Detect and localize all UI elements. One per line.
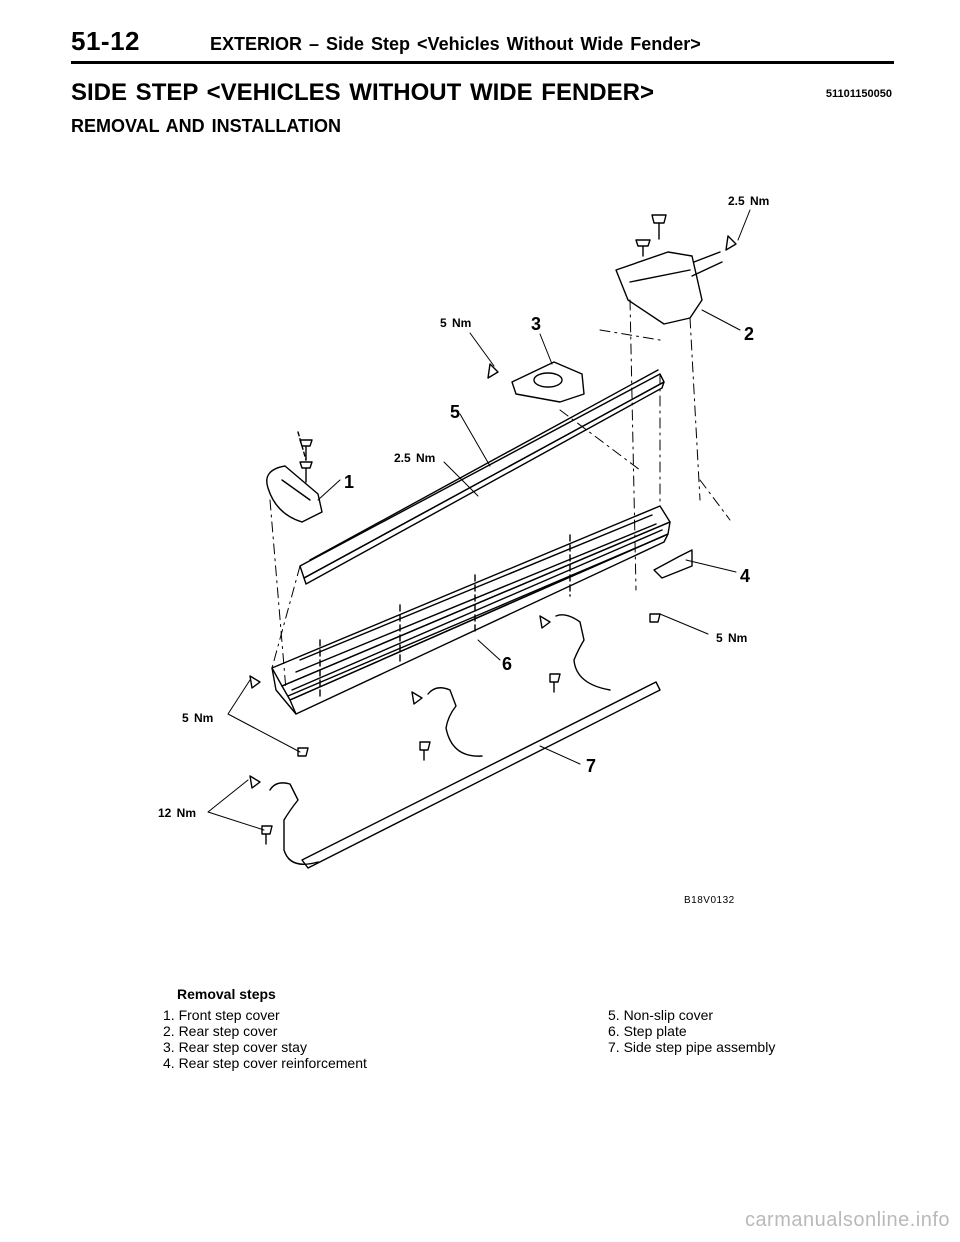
callout-6: 6 (502, 654, 512, 674)
reinforcement-drawing (649, 549, 693, 623)
torque-label-reinforcement: 5 Nm (716, 631, 747, 645)
removal-step-item: 5. Non-slip cover (608, 1007, 714, 1023)
callout-3: 3 (531, 314, 541, 334)
page-number: 51-12 (71, 26, 140, 56)
removal-steps-heading: Removal steps (177, 986, 276, 1002)
header-divider (71, 61, 894, 64)
non-slip-cover-drawing (299, 369, 665, 585)
removal-step-item: 6. Step plate (608, 1023, 687, 1039)
rear-step-cover-drawing (615, 214, 737, 325)
callout-7: 7 (586, 756, 596, 776)
torque-label-step-plate: 5 Nm (182, 711, 213, 725)
callout-2: 2 (744, 324, 754, 344)
rear-step-cover-stay-drawing (487, 361, 585, 403)
removal-step-item: 7. Side step pipe assembly (608, 1039, 776, 1055)
removal-step-item: 1. Front step cover (163, 1007, 280, 1023)
callout-5: 5 (450, 402, 460, 422)
torque-label-rear-cover: 2.5 Nm (728, 194, 769, 208)
torque-label-stay: 5 Nm (440, 316, 471, 330)
watermark: carmanualsonline.info (744, 1209, 950, 1231)
front-step-cover-drawing (266, 431, 323, 523)
running-title: EXTERIOR – Side Step <Vehicles Without W… (210, 34, 701, 54)
removal-step-item: 2. Rear step cover (163, 1023, 278, 1039)
torque-label-pipe-assembly: 12 Nm (158, 806, 196, 820)
callout-1: 1 (344, 472, 354, 492)
figure-id: B18V0132 (684, 895, 735, 906)
section-title: SIDE STEP <VEHICLES WITHOUT WIDE FENDER> (71, 79, 654, 106)
side-step-pipe-drawing (249, 614, 661, 869)
torque-label-non-slip-cover: 2.5 Nm (394, 451, 435, 465)
removal-step-item: 4. Rear step cover reinforcement (163, 1055, 367, 1071)
step-plate-drawing (271, 505, 671, 715)
removal-steps-left-column: 1. Front step cover 2. Rear step cover 3… (163, 1007, 367, 1071)
removal-step-item: 3. Rear step cover stay (163, 1039, 307, 1055)
removal-steps-right-column: 5. Non-slip cover 6. Step plate 7. Side … (608, 1007, 775, 1055)
subsection-title: REMOVAL AND INSTALLATION (71, 116, 341, 136)
section-code: 51101150050 (825, 88, 892, 100)
callout-4: 4 (740, 566, 750, 586)
